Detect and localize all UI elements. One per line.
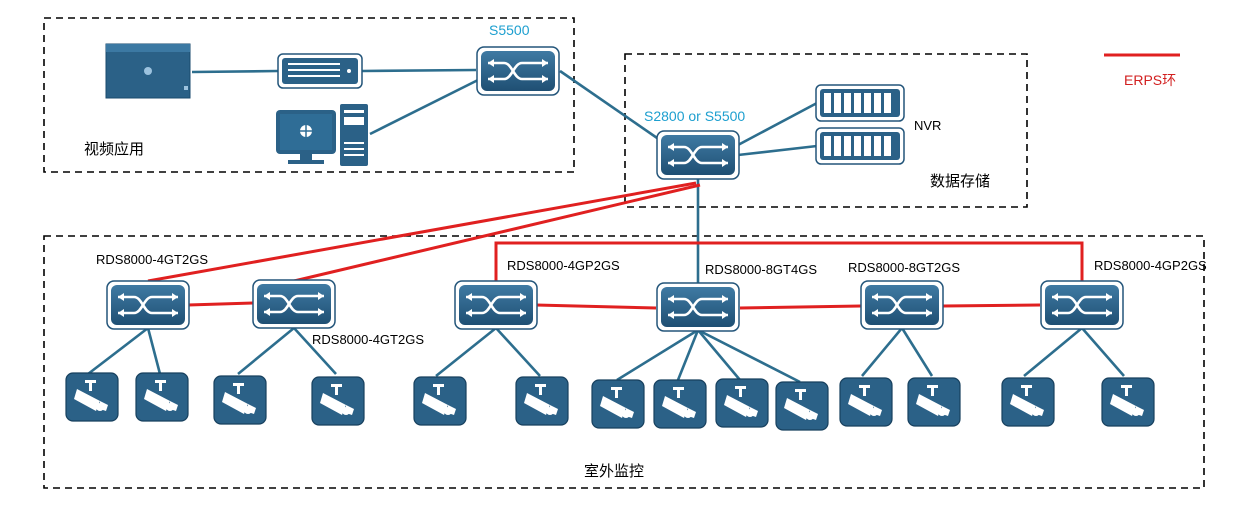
video-screen-icon [105,43,191,99]
nvr-storage-icon [815,84,905,122]
outdoor-monitoring-label: 室外监控 [584,463,645,480]
s5500-switch-icon [477,47,559,95]
camera-icon [715,378,769,428]
data-storage-label: 数据存储 [930,173,991,190]
core-switch-label: S5500 [489,22,530,38]
camera-icon [775,381,829,431]
camera-icon [65,372,119,422]
erps-links [147,181,1084,310]
camera-icon [591,379,645,429]
nvr-label: NVR [914,118,942,133]
camera-icon [1001,377,1055,427]
nvr-storage-icon [815,127,905,165]
erps-legend-label: ERPS环 [1124,72,1177,88]
switch-model-label: RDS8000-4GP2GS [507,258,620,273]
camera-icon [653,379,707,429]
switch-model-label: RDS8000-4GP2GS [1094,258,1207,273]
switch-model-label: RDS8000-8GT2GS [848,260,960,275]
camera-icon [213,375,267,425]
video-app-label: 视频应用 [84,141,145,158]
aggregation-switch-icon [657,131,739,179]
camera-icon [1101,377,1155,427]
access-switch-icon [455,281,537,329]
camera-icon [515,376,569,426]
access-switch-icon [107,281,189,329]
access-switch-icon [657,283,739,331]
server-icon [277,53,363,89]
video-app-group-box [43,17,575,173]
camera-icon [413,376,467,426]
monitor-icon [276,110,336,164]
outdoor-monitoring-group-box [43,235,1205,489]
data-storage-group-box [624,53,1028,208]
access-switch-icon [253,280,335,328]
pc-tower-icon [340,104,368,166]
links [87,68,1125,384]
access-switch-icon [861,281,943,329]
switch-model-label: RDS8000-8GT4GS [705,262,817,277]
aggregation-switch-label: S2800 or S5500 [644,108,746,124]
camera-icon [311,376,365,426]
camera-icon [135,372,189,422]
switch-model-label: RDS8000-4GT2GS [312,332,424,347]
access-switch-icon [1041,281,1123,329]
camera-icon [839,377,893,427]
camera-icon [907,377,961,427]
switch-model-label: RDS8000-4GT2GS [96,252,208,267]
